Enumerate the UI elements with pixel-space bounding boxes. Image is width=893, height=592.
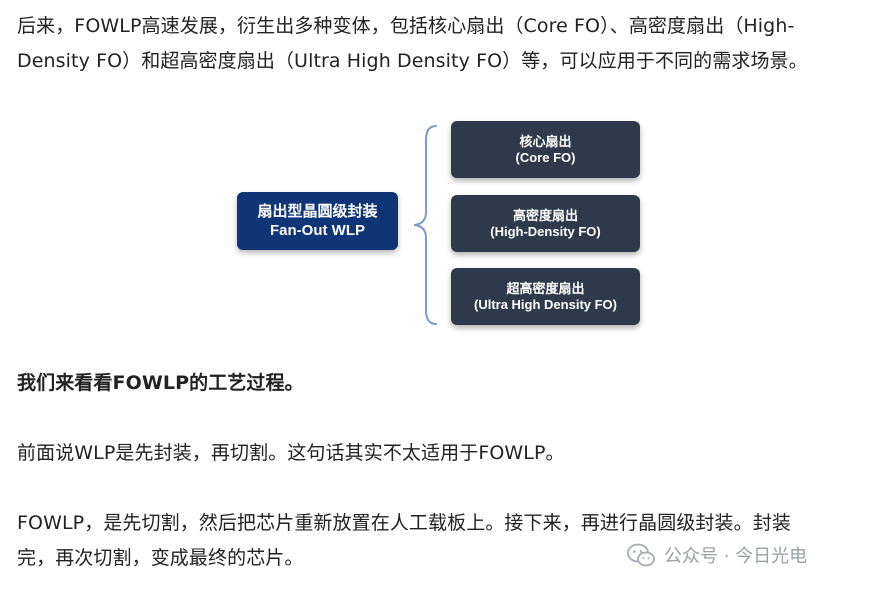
branch-title-en: (High-Density FO)	[490, 223, 601, 239]
branch-title-cn: 高密度扇出	[512, 207, 578, 223]
branch-title-en: (Core FO)	[515, 149, 576, 165]
branch-title-en: (Ultra High Density FO)	[473, 296, 617, 312]
watermark-text: 公众号 · 今日光电	[664, 546, 808, 567]
wechat-icon	[627, 543, 655, 567]
wlp-paragraph: 前面说WLP是先封装，再切割。这句话其实不太适用于FOWLP。	[17, 442, 565, 464]
intro-paragraph: 后来，FOWLP高速发展，衍生出多种变体，包括核心扇出（Core FO）、高密度…	[17, 9, 808, 79]
branch-node-core-fo: 核心扇出 (Core FO)	[451, 121, 640, 178]
root-title-cn: 扇出型晶圆级封装	[257, 203, 378, 220]
process-line-1: FOWLP，是先切割，然后把芯片重新放置在人工载板上。接下来，再进行晶圆级封装。…	[17, 512, 791, 534]
root-title-en: Fan-Out WLP	[270, 222, 365, 239]
watermark: 公众号 · 今日光电	[626, 540, 807, 570]
branch-title-cn: 核心扇出	[519, 133, 572, 149]
intro-line-2: Density FO）和超高密度扇出（Ultra High Density FO…	[17, 50, 808, 72]
section-heading: 我们来看看FOWLP的工艺过程。	[17, 372, 304, 394]
fowlp-process-paragraph: FOWLP，是先切割，然后把芯片重新放置在人工载板上。接下来，再进行晶圆级封装。…	[17, 506, 791, 576]
process-line-2: 完，再次切割，变成最终的芯片。	[17, 547, 304, 569]
branch-title-cn: 超高密度扇出	[506, 280, 585, 296]
intro-line-1: 后来，FOWLP高速发展，衍生出多种变体，包括核心扇出（Core FO）、高密度…	[17, 15, 795, 37]
branch-node-high-density-fo: 高密度扇出 (High-Density FO)	[451, 195, 640, 252]
branch-node-ultra-high-density-fo: 超高密度扇出 (Ultra High Density FO)	[451, 268, 640, 325]
diagram-root-node: 扇出型晶圆级封装 Fan-Out WLP	[237, 192, 398, 250]
